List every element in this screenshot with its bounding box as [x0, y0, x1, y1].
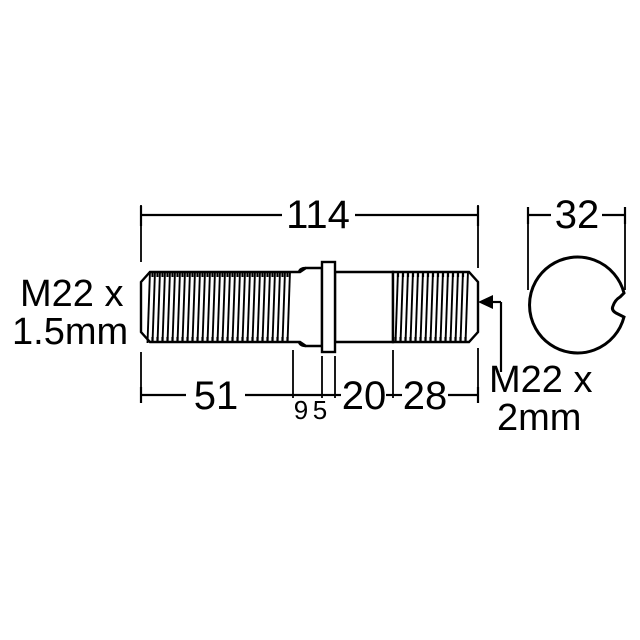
dimension-value-51: 51: [194, 374, 239, 418]
shank-outline: [333, 270, 395, 344]
end-view-circle: [528, 255, 626, 355]
right-thread-crest-ticks: [394, 272, 467, 342]
leader-arrowhead-icon: [478, 295, 493, 309]
left-thread-crest-ticks: [151, 272, 289, 342]
right-thread-callout: M22 x 2mm: [489, 359, 592, 439]
left-thread-lines: [146, 270, 291, 344]
dimension-value-114: 114: [286, 193, 350, 237]
left-thread-callout-line1: M22 x: [20, 273, 123, 315]
dimension-value-5: 5: [313, 395, 327, 425]
bottom-dimension-chain: 51 9 5 20 28: [139, 348, 480, 425]
dimension-value-32: 32: [555, 193, 600, 237]
collar-flange: [320, 260, 337, 354]
bolt-side-view: [139, 260, 480, 354]
dimension-value-20: 20: [342, 374, 387, 418]
collar-fillets: [297, 266, 307, 348]
overall-length-dimension: 114: [139, 193, 480, 268]
right-thread-callout-line1: M22 x: [489, 359, 592, 401]
circle-with-notch-outline: [528, 255, 626, 355]
end-view-diameter-dimension: 32: [526, 193, 627, 290]
left-thread-callout-line2: 1.5mm: [12, 311, 128, 353]
dimension-value-9: 9: [294, 395, 308, 425]
right-thread-callout-line2: 2mm: [497, 397, 581, 439]
right-thread-lines: [394, 270, 469, 344]
dimension-value-28: 28: [403, 374, 448, 418]
left-thread-callout: M22 x 1.5mm: [12, 273, 128, 353]
right-thread-callout-leader: [478, 295, 503, 372]
